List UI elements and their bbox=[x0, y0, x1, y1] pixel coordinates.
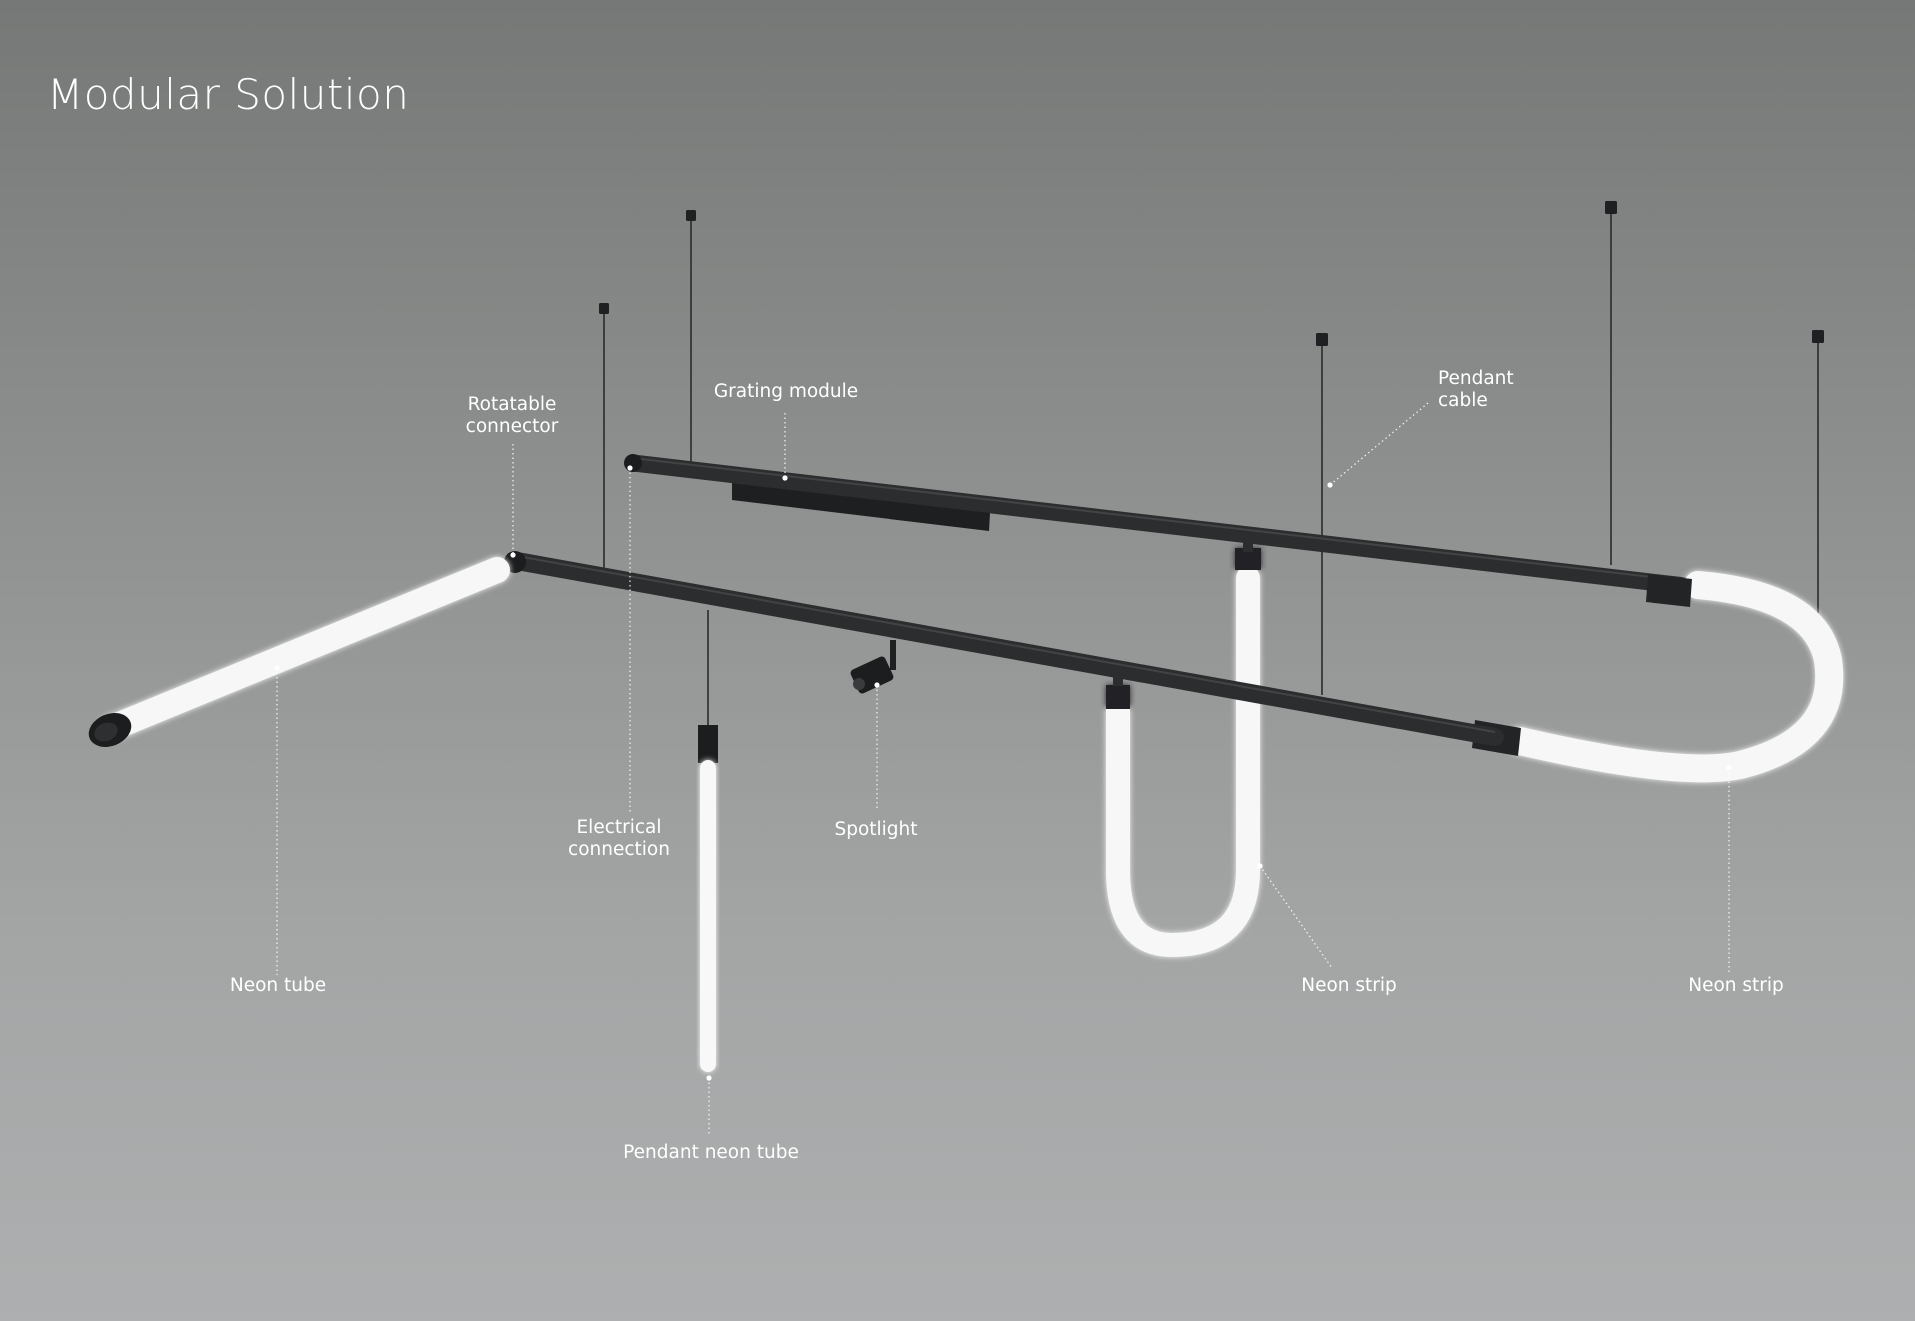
leader-pendant-cable bbox=[1329, 402, 1429, 486]
ceiling-cap-4 bbox=[1605, 201, 1617, 214]
grating-module bbox=[732, 483, 990, 531]
label-rotatable-connector-line2: connector bbox=[465, 416, 559, 437]
ceiling-cap-5 bbox=[1812, 330, 1824, 343]
upper-rail-end bbox=[624, 454, 642, 472]
pendant-cables bbox=[603, 210, 1819, 728]
ceiling-cap-3 bbox=[1316, 333, 1328, 346]
label-neon-strip-middle: Neon strip bbox=[1301, 975, 1397, 996]
upper-rail bbox=[624, 454, 1694, 595]
ceiling-cap-1 bbox=[686, 210, 696, 221]
neon-strip-middle bbox=[1106, 548, 1261, 958]
leader-neon-strip-middle bbox=[1259, 865, 1333, 969]
spotlight bbox=[850, 640, 896, 694]
label-rotatable-connector: Rotatable connector bbox=[466, 394, 559, 438]
neon-tube bbox=[99, 557, 510, 741]
label-neon-strip-right: Neon strip bbox=[1688, 975, 1784, 996]
label-pendant-cable-line1: Pendant bbox=[1438, 368, 1514, 389]
neon-tube-end-cap bbox=[88, 713, 132, 747]
label-spotlight: Spotlight bbox=[834, 819, 918, 840]
lower-rail bbox=[508, 552, 1504, 746]
page-title: Modular Solution bbox=[47, 70, 410, 119]
neon-strip-right-sleeves bbox=[1472, 574, 1692, 756]
neon-strip-right bbox=[1506, 571, 1844, 783]
label-neon-tube: Neon tube bbox=[229, 975, 327, 996]
leader-lines bbox=[276, 402, 1730, 1135]
label-pendant-cable: Pendant cable bbox=[1438, 368, 1514, 412]
label-pendant-cable-line2: cable bbox=[1438, 390, 1488, 411]
label-electrical-connection-line2: connection bbox=[568, 839, 670, 860]
neon-strip-hangers bbox=[1113, 540, 1253, 686]
pendant-neon-tube bbox=[698, 725, 718, 1072]
label-grating-module: Grating module bbox=[713, 381, 859, 402]
label-rotatable-connector-line1: Rotatable bbox=[467, 394, 557, 415]
label-pendant-neon-tube: Pendant neon tube bbox=[623, 1142, 799, 1163]
ceiling-cap-2 bbox=[599, 303, 609, 314]
label-electrical-connection: Electrical connection bbox=[568, 817, 670, 861]
leader-dots bbox=[274, 465, 1732, 1081]
ceiling-caps bbox=[599, 201, 1824, 346]
label-electrical-connection-line1: Electrical bbox=[576, 817, 662, 838]
